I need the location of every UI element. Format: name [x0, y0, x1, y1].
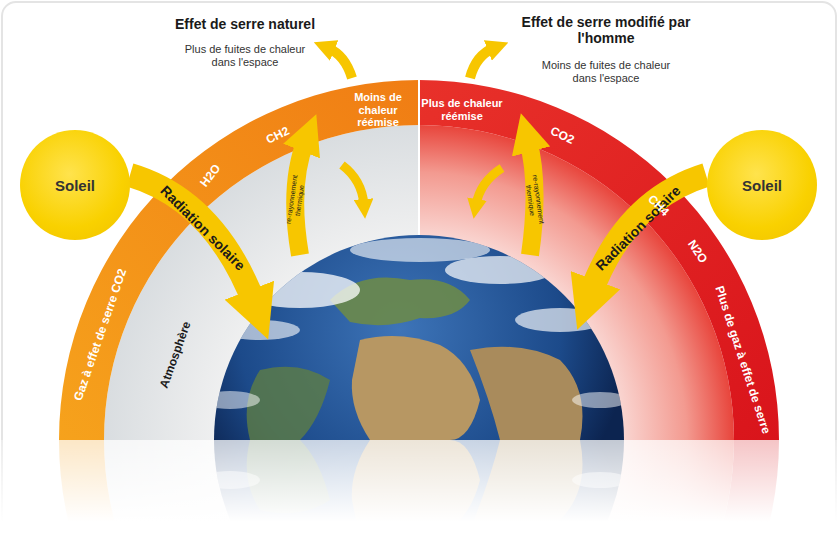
- band-label: Moins de chaleur réémise: [337, 91, 419, 129]
- panel-heading: Effet de serre modifié par l'homme: [521, 14, 691, 46]
- band-label: Plus de chaleur réémise: [421, 97, 503, 122]
- sun-circle: Soleil: [707, 130, 817, 240]
- panel-note: Plus de fuites de chaleur dans l'espace: [175, 43, 315, 68]
- sun-label: Soleil: [55, 177, 95, 194]
- panel-heading: Effet de serre naturel: [175, 16, 315, 32]
- sun-label: Soleil: [742, 177, 782, 194]
- panel-note: Moins de fuites de chaleur dans l'espace: [536, 59, 676, 84]
- sun-circle: Soleil: [20, 130, 130, 240]
